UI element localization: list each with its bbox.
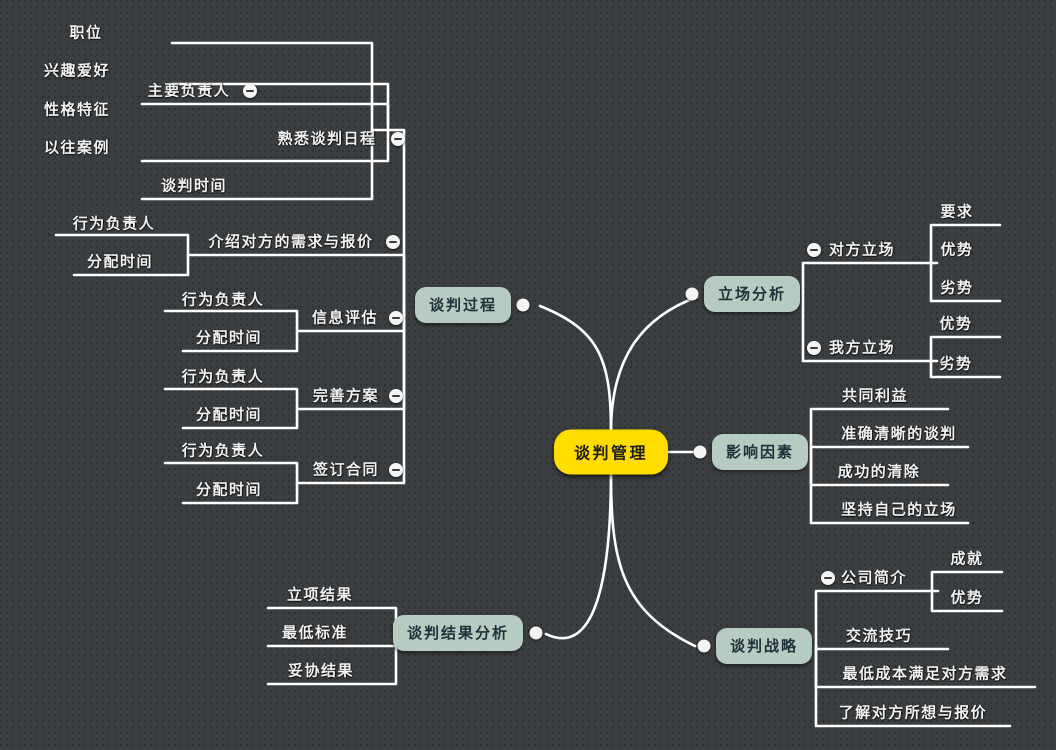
collapse-toggle-icon[interactable]	[389, 389, 403, 403]
node-e7ab8be59cbae58886e69e90[interactable]: 立场分析	[703, 276, 801, 312]
node-e68890e58a9fe79a84e6b885e999a4[interactable]: 成功的清除	[837, 462, 921, 481]
node-e7adbee8aea2e59088e5908c[interactable]: 签订合同	[312, 460, 380, 479]
node-e5afb9e696b9e7ab8be59cba[interactable]: 对方立场	[828, 240, 896, 259]
node-e8a18ce4b8bae8b49fe8b4a3e4baba[interactable]: 行为负责人	[181, 441, 265, 460]
connector-line	[544, 470, 613, 640]
node-e8b088e588a4e697b6e997b4[interactable]: 谈判时间	[160, 176, 228, 195]
node-e4bba5e5be80e6a188e4be8b[interactable]: 以往案例	[43, 138, 111, 157]
collapse-toggle-icon[interactable]	[391, 132, 405, 146]
node-e4bb8be7bb8de5afb9e696b9e79a84e99c80e6b182e4b88ee68aa5e4bbb7[interactable]: 介绍对方的需求与报价	[208, 232, 374, 251]
node-e58aa3e58abf[interactable]: 劣势	[940, 278, 974, 297]
node-e5a6a5e58d8fe7bb93e69e9c[interactable]: 妥协结果	[287, 661, 355, 680]
node-e58886e9858de697b6e997b4[interactable]: 分配时间	[86, 252, 154, 271]
node-e69c80e4bd8ee68890e69cace6bba1e8b6b3e5afb9e696b9e99c80e6b182[interactable]: 最低成本满足对方需求	[842, 664, 1008, 683]
node-e68890e5b0b1[interactable]: 成就	[950, 549, 984, 568]
node-e8a681e6b182[interactable]: 要求	[940, 202, 974, 221]
node-e4bc98e58abf[interactable]: 优势	[939, 314, 973, 333]
node-e8b088e588a4e8bf87e7a88b[interactable]: 谈判过程	[414, 287, 512, 323]
node-e69c80e4bd8ee6a087e58786[interactable]: 最低标准	[281, 623, 349, 642]
node-e5bdb1e5938de59ba0e7b4a0[interactable]: 影响因素	[711, 434, 809, 470]
node-e58886e9858de697b6e997b4[interactable]: 分配时间	[195, 405, 263, 424]
node-e4b8bbe8a681e8b49fe8b4a3e4baba[interactable]: 主要负责人	[147, 81, 231, 100]
node-e8818ce4bd8d[interactable]: 职位	[69, 23, 103, 42]
connector-line	[801, 261, 939, 296]
node-e8a18ce4b8bae8b49fe8b4a3e4baba[interactable]: 行为负责人	[72, 214, 156, 233]
node-e8b088e588a4e7bb93e69e9ce58886e69e90[interactable]: 谈判结果分析	[392, 615, 524, 651]
collapse-toggle-icon[interactable]	[389, 463, 403, 477]
collapse-toggle-icon[interactable]	[529, 626, 543, 640]
node-e585b4e8b6a3e788b1e5a5bd[interactable]: 兴趣爱好	[43, 61, 111, 80]
connector-line	[609, 470, 697, 648]
collapse-toggle-icon[interactable]	[243, 84, 257, 98]
node-e680a7e6a0bce789b9e5be81[interactable]: 性格特征	[43, 100, 111, 119]
connector-line	[814, 644, 950, 651]
connector-line	[809, 445, 970, 454]
node-e5ae8ce59684e696b9e6a188[interactable]: 完善方案	[312, 386, 380, 405]
node-e4bfa1e681afe8af84e4bcb0[interactable]: 信息评估	[311, 308, 379, 327]
collapse-toggle-icon[interactable]	[807, 243, 821, 257]
collapse-toggle-icon[interactable]	[389, 311, 403, 325]
node-e4bc98e58abf[interactable]: 优势	[940, 240, 974, 259]
node-e4ba86e8a7a3e5afb9e696b9e68980e683b3e4b88ee68aa5e4bbb7[interactable]: 了解对方所想与报价	[838, 703, 988, 722]
collapse-toggle-icon[interactable]	[821, 571, 835, 585]
connector-line	[609, 295, 699, 434]
node-e4baa4e6b581e68a80e5b7a7[interactable]: 交流技巧	[845, 626, 913, 645]
collapse-toggle-icon[interactable]	[386, 235, 400, 249]
node-e7ab8be9a1b9e7bb93e69e9c[interactable]: 立项结果	[286, 585, 354, 604]
node-e585b1e5908ce588a9e79b8a[interactable]: 共同利益	[841, 386, 909, 405]
node-e8b088e588a4e68898e795a5[interactable]: 谈判战略	[715, 628, 813, 664]
connector-line	[538, 304, 613, 434]
node-e585ace58fb8e7ae80e4bb8b[interactable]: 公司简介	[840, 568, 908, 587]
root-node[interactable]: 谈判管理	[553, 429, 669, 475]
node-e58886e9858de697b6e997b4[interactable]: 分配时间	[195, 480, 263, 499]
collapse-toggle-icon[interactable]	[516, 298, 530, 312]
collapse-toggle-icon[interactable]	[693, 445, 707, 459]
node-e59d9ae68c81e887aae5b7b1e79a84e7ab8be59cba[interactable]: 坚持自己的立场	[841, 500, 957, 519]
collapse-toggle-icon[interactable]	[697, 639, 711, 653]
node-e58aa3e58abf[interactable]: 劣势	[939, 354, 973, 373]
collapse-toggle-icon[interactable]	[685, 287, 699, 301]
node-e8a18ce4b8bae8b49fe8b4a3e4baba[interactable]: 行为负责人	[181, 290, 265, 309]
node-e68891e696b9e7ab8be59cba[interactable]: 我方立场	[828, 338, 896, 357]
collapse-toggle-icon[interactable]	[807, 341, 821, 355]
node-e8a18ce4b8bae8b49fe8b4a3e4baba[interactable]: 行为负责人	[181, 367, 265, 386]
node-e58886e9858de697b6e997b4[interactable]: 分配时间	[195, 328, 263, 347]
node-e4bc98e58abf[interactable]: 优势	[950, 588, 984, 607]
node-e58786e7a1aee6b885e699b0e79a84e8b088e588a4[interactable]: 准确清晰的谈判	[841, 424, 957, 443]
node-e7869fe68289e8b088e588a4e697a5e7a88b[interactable]: 熟悉谈判日程	[277, 129, 377, 148]
connector-line	[140, 102, 390, 126]
